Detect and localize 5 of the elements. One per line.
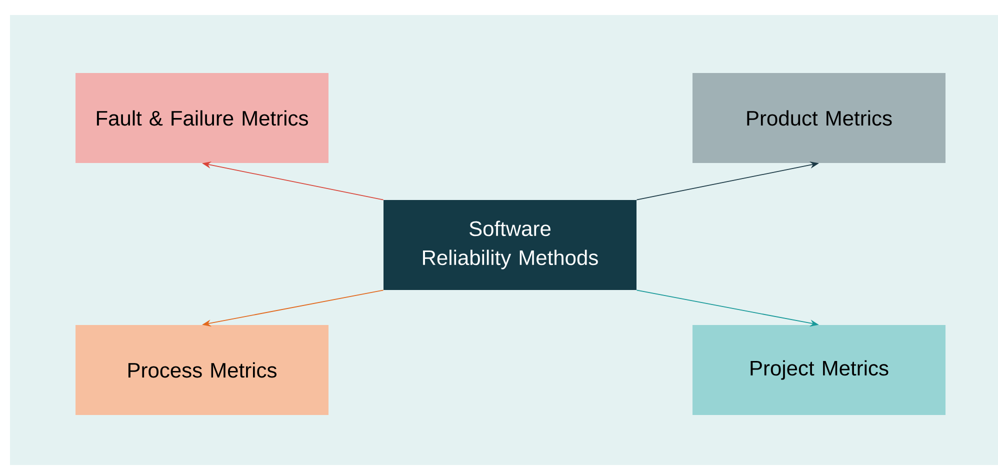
metric-box: Software Reliability Methods xyxy=(384,200,636,290)
metric-box: Fault & Failure Metrics xyxy=(76,73,328,163)
metric-box: Product Metrics xyxy=(692,73,946,163)
metric-box: Process Metrics xyxy=(76,325,328,415)
metric-box: Project Metrics xyxy=(692,325,946,415)
